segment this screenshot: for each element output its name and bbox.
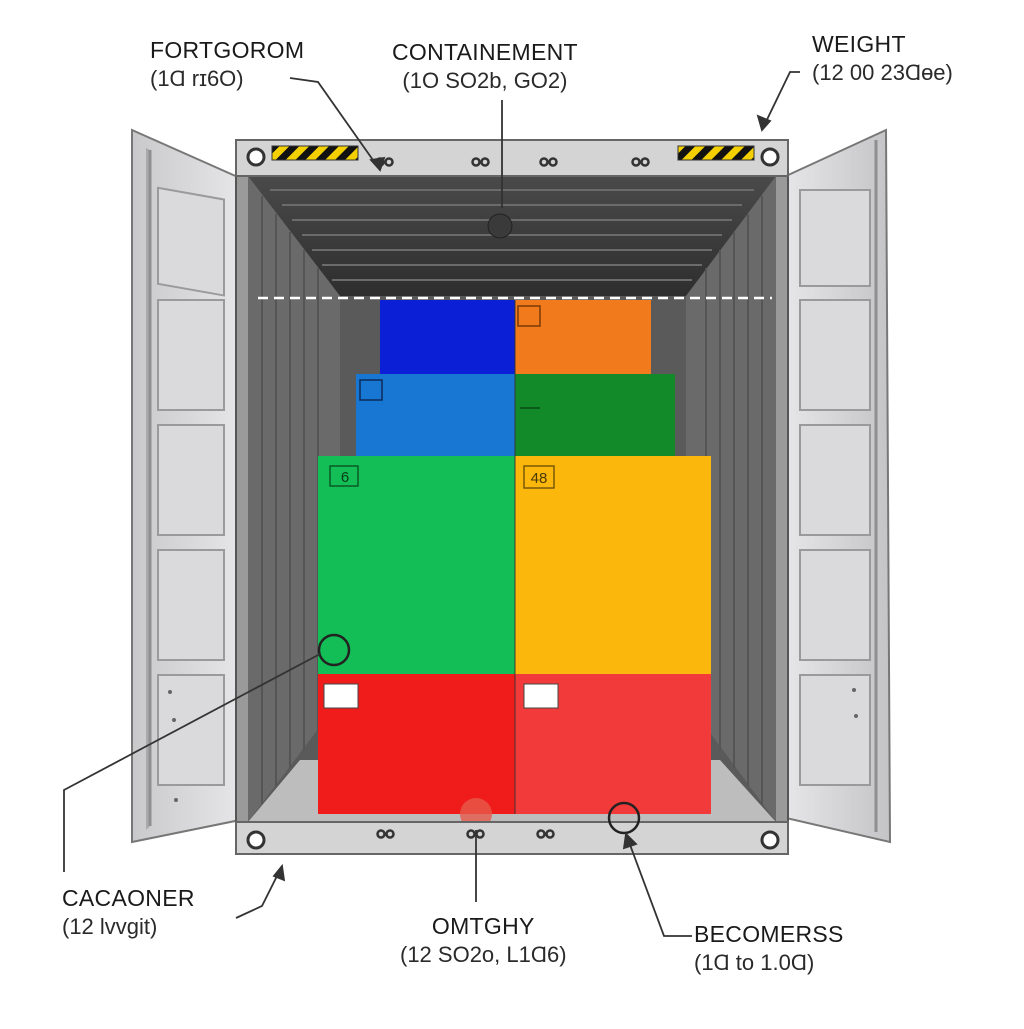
callout-subtitle: (12 SO2o, L1Ɑ6) xyxy=(400,941,567,967)
right-door xyxy=(785,128,892,844)
callout-title: CONTAINEMENT xyxy=(392,39,578,65)
green-tag-text: 6 xyxy=(341,469,349,486)
yellow-box-tag: 48 xyxy=(523,465,555,489)
box-green-dark xyxy=(515,374,675,456)
yellow-tag-text: 48 xyxy=(531,470,548,487)
callout-subtitle: (12 00 23Ɑɵe) xyxy=(812,59,953,85)
callout-marker-bottom xyxy=(607,801,641,835)
callout-becomerss: BECOMERSS (1Ɑ to 1.0Ɑ) xyxy=(694,920,844,976)
callout-title: WEIGHT xyxy=(812,31,906,57)
callout-title: FORTGOROM xyxy=(150,37,305,63)
callout-title: CACAONER xyxy=(62,885,195,911)
callout-title: BECOMERSS xyxy=(694,921,844,947)
callout-subtitle: (1Ɑ rɪ6O) xyxy=(150,65,244,91)
callout-fortgorom: FORTGOROM (1Ɑ rɪ6O) xyxy=(150,36,304,92)
green-box-tag: 6 xyxy=(329,465,359,487)
box-blue-dark xyxy=(380,300,516,374)
leader-lines xyxy=(63,71,800,937)
callout-containement: CONTAINEMENT (1O SO2b, GO2) xyxy=(392,38,578,94)
box-yellow xyxy=(515,456,711,674)
box-green xyxy=(318,456,516,674)
callout-omtghy: OMTGHY (12 SO2o, L1Ɑ6) xyxy=(400,912,567,968)
callout-title: OMTGHY xyxy=(431,913,535,939)
left-door xyxy=(131,128,241,844)
bottom-beam xyxy=(235,821,789,855)
top-beam xyxy=(235,139,789,177)
cargo-stack xyxy=(318,300,711,830)
callout-subtitle: (1Ɑ to 1.0Ɑ) xyxy=(694,949,815,975)
callout-marker-green xyxy=(317,633,351,667)
callout-weight: WEIGHT (12 00 23Ɑɵe) xyxy=(812,30,953,86)
box-orange xyxy=(515,300,651,374)
callout-subtitle: (12 lvvgit) xyxy=(62,913,158,939)
box-blue xyxy=(356,374,516,456)
callout-cacaoner: CACAONER (12 lvvgit) xyxy=(62,884,195,940)
callout-subtitle: (1O SO2b, GO2) xyxy=(402,67,568,93)
